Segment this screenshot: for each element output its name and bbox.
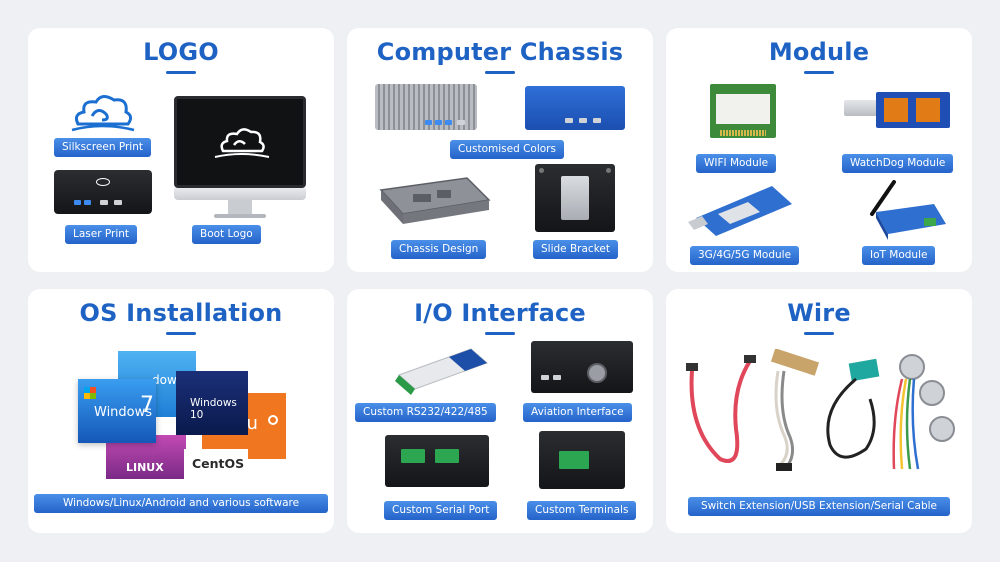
tag-custom-serial-port: Custom Serial Port: [384, 501, 498, 520]
monitor-neck: [228, 200, 252, 214]
tag-chassis-design: Chassis Design: [391, 240, 487, 259]
tag-boot-logo: Boot Logo: [192, 225, 261, 244]
mini-pc-black: [54, 170, 152, 214]
centos-tile: CentOS: [184, 449, 248, 479]
slide-bracket: [535, 164, 615, 232]
tag-laser-print: Laser Print: [65, 225, 138, 244]
tag-os-software: Windows/Linux/Android and various softwa…: [34, 494, 328, 513]
card-title: LOGO: [143, 38, 219, 66]
serial-port-pc: [385, 435, 489, 487]
rs232-converter: [395, 348, 488, 395]
terminals-pc: [539, 431, 625, 489]
card-logo: LOGO Silkscreen Print Laser Print Boot L…: [28, 28, 334, 272]
tag-watchdog-module: WatchDog Module: [842, 154, 954, 173]
aviation-interface-pc: [531, 341, 633, 393]
wifi-module: [710, 84, 776, 138]
cloud-logo-icon: [71, 95, 135, 132]
card-title: I/O Interface: [414, 299, 586, 327]
card-title: Computer Chassis: [376, 38, 624, 66]
card-computer-chassis: Computer Chassis Customised Colors Chass…: [347, 28, 653, 272]
card-module: Module WIFI Module WatchDog Module 3G/4G…: [666, 28, 972, 272]
card-title: Wire: [787, 299, 851, 327]
title-underline: [166, 71, 196, 74]
tag-cellular-module: 3G/4G/5G Module: [690, 246, 800, 265]
iot-module: [870, 180, 946, 240]
cloud-logo-icon: [214, 128, 270, 158]
tag-iot-module: IoT Module: [862, 246, 936, 265]
card-title: Module: [768, 38, 870, 66]
card-wire: Wire Switch Extension/USB Extension/Seri…: [666, 289, 972, 533]
windows-10-tile: Windows 10: [176, 371, 248, 435]
card-os-installation: OS Installation ntu dows 8 Windows 10 LI…: [28, 289, 334, 533]
title-underline: [804, 332, 834, 335]
tag-slide-bracket: Slide Bracket: [533, 240, 618, 259]
tag-aviation-interface: Aviation Interface: [523, 403, 632, 422]
tag-custom-rs232: Custom RS232/422/485: [355, 403, 496, 422]
blue-chassis: [525, 86, 625, 130]
chassis-frame: [379, 177, 491, 224]
tag-customised-colors: Customised Colors: [450, 140, 564, 159]
card-io-interface: I/O Interface Custom RS232/422/485 Aviat…: [347, 289, 653, 533]
tag-silkscreen-print: Silkscreen Print: [54, 138, 151, 157]
card-title: OS Installation: [79, 299, 283, 327]
monitor-chin: [174, 188, 306, 200]
monitor-stand: [214, 214, 266, 218]
cellular-module: [688, 186, 792, 236]
title-underline: [804, 71, 834, 74]
cables-illustration: [686, 349, 955, 471]
tag-wire-cables: Switch Extension/USB Extension/Serial Ca…: [688, 497, 950, 516]
windows-7-tile: Windows 7: [78, 379, 156, 443]
title-underline: [485, 71, 515, 74]
title-underline: [485, 332, 515, 335]
monitor: [174, 96, 306, 188]
title-underline: [166, 332, 196, 335]
usb-plug: [844, 100, 878, 116]
watchdog-module: [876, 92, 950, 128]
tag-wifi-module: WIFI Module: [696, 154, 777, 173]
windows-flag-icon: [84, 387, 96, 399]
silver-chassis: [375, 84, 477, 130]
tag-custom-terminals: Custom Terminals: [527, 501, 637, 520]
